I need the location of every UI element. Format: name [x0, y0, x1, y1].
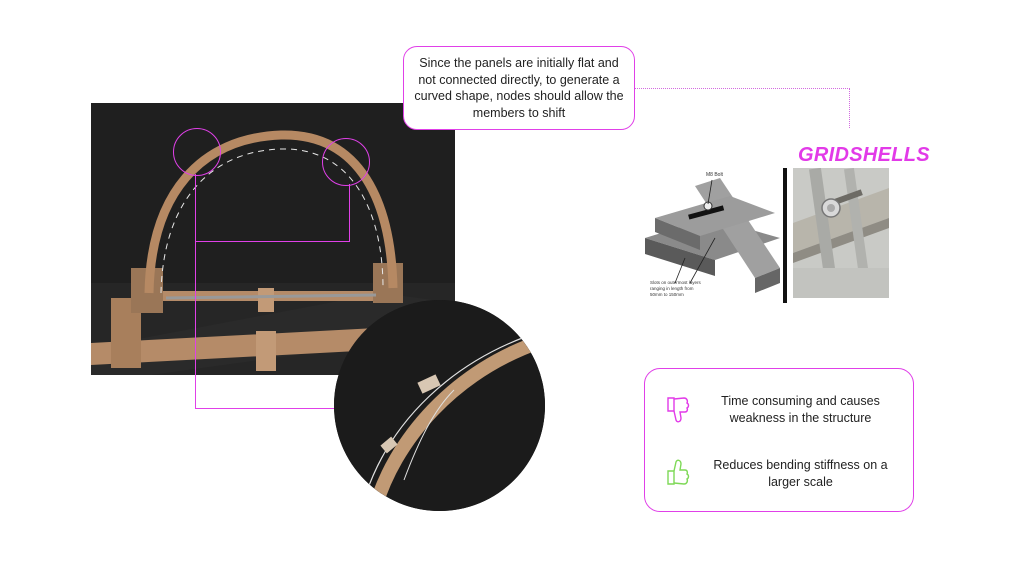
thumbs-up-icon	[665, 457, 691, 487]
pros-cons-card: Time consuming and causes weakness in th…	[644, 368, 914, 512]
slots-label-line3: 50mm to 150mm	[650, 292, 684, 297]
section-title: GRIDSHELLS	[798, 144, 930, 166]
image-separator	[783, 168, 787, 303]
bolt-label: M8 Bolt	[706, 172, 723, 178]
connector-horizontal-top	[195, 241, 350, 242]
callout-dotted-connector-v	[849, 88, 850, 128]
connector-horizontal-bottom	[195, 408, 335, 409]
cons-text: Time consuming and causes weakness in th…	[721, 394, 880, 425]
thumbs-down-icon	[665, 395, 691, 425]
slots-label-line2: ranging in length from	[650, 286, 694, 291]
bolt-detail-photo	[793, 168, 889, 298]
callout-box: Since the panels are initially flat and …	[403, 46, 635, 130]
gridshell-joint-diagram: M8 Bolt Slots on outermost layers rangin…	[640, 168, 780, 303]
slots-label-line1: Slots on outermost layers	[650, 280, 701, 285]
node-highlight-left	[173, 128, 221, 176]
callout-dotted-connector-h	[635, 88, 850, 89]
pros-text: Reduces bending stiffness on a larger sc…	[713, 458, 888, 489]
arch-model-photo	[91, 103, 455, 375]
node-highlight-right	[322, 138, 370, 186]
connector-right-vertical	[349, 184, 350, 241]
node-detail-zoom	[334, 300, 545, 511]
callout-text: Since the panels are initially flat and …	[414, 56, 624, 120]
connector-left-vertical	[195, 174, 196, 408]
